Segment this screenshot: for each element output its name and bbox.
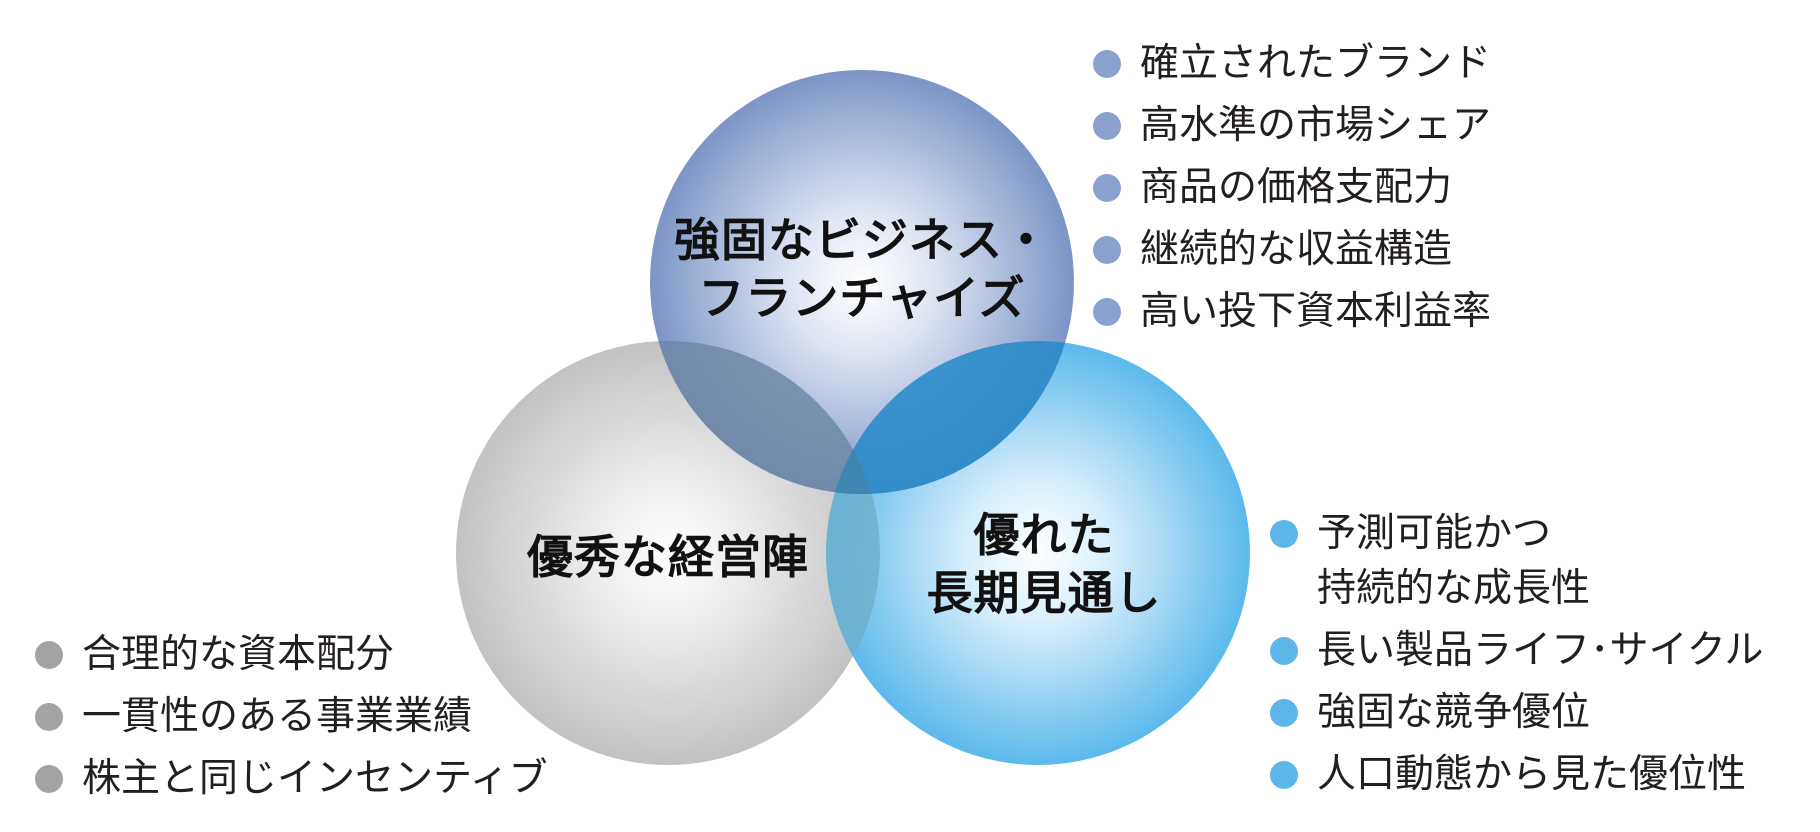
- circle-right-label: 優れた 長期見通し: [904, 506, 1184, 622]
- bullet-dot-icon: [1093, 174, 1121, 202]
- list-item-text: 強固な競争優位: [1317, 690, 1591, 735]
- circle-left-label: 優秀な経営陣: [508, 528, 828, 586]
- list-item-text: 長い製品ライフ･サイクル: [1317, 628, 1764, 673]
- list-item: 商品の価格支配力: [1093, 163, 1491, 212]
- right-list: 予測可能かつ 持続的な成長性 長い製品ライフ･サイクル 強固な競争優位 人口動態…: [1270, 509, 1764, 799]
- bullet-dot-icon: [35, 703, 63, 731]
- list-item-text: 予測可能かつ: [1317, 511, 1552, 556]
- list-item: 高い投下資本利益率: [1093, 287, 1491, 336]
- bullet-dot-icon: [1093, 50, 1121, 78]
- bullet-dot-icon: [1093, 112, 1121, 140]
- bullet-dot-icon: [1270, 699, 1298, 727]
- left-list: 合理的な資本配分 一貫性のある事業業績 株主と同じインセンティブ: [35, 630, 548, 803]
- list-item: 合理的な資本配分: [35, 630, 548, 679]
- list-item-text: 確立されたブランド: [1140, 41, 1492, 86]
- circle-top-label: 強固なビジネス・ フランチャイズ: [662, 211, 1062, 327]
- overlap-top-right: [826, 341, 1074, 494]
- list-item: 高水準の市場シェア: [1093, 101, 1491, 150]
- bullet-dot-icon: [1270, 520, 1298, 548]
- list-item-text: 一貫性のある事業業績: [82, 694, 473, 739]
- list-item-text: 合理的な資本配分: [82, 632, 395, 677]
- list-item: 確立されたブランド: [1093, 39, 1491, 88]
- bullet-dot-icon: [1093, 298, 1121, 326]
- bullet-dot-icon: [1270, 637, 1298, 665]
- overlap-top-left: [650, 341, 880, 494]
- list-item: 株主と同じインセンティブ: [35, 754, 548, 803]
- list-item: 継続的な収益構造: [1093, 225, 1491, 274]
- bullet-dot-icon: [1093, 236, 1121, 264]
- list-item-text: 株主と同じインセンティブ: [82, 756, 548, 801]
- list-item-text: 高い投下資本利益率: [1140, 289, 1492, 334]
- top-list: 確立されたブランド 高水準の市場シェア 商品の価格支配力 継続的な収益構造 高い…: [1093, 39, 1491, 336]
- bullet-dot-icon: [35, 765, 63, 793]
- circle-top-label-line: 強固なビジネス・: [674, 213, 1050, 267]
- list-item: 一貫性のある事業業績: [35, 692, 548, 741]
- bullet-dot-icon: [35, 641, 63, 669]
- list-item-text: 商品の価格支配力: [1140, 165, 1453, 210]
- list-item-text: 持続的な成長性: [1317, 566, 1591, 611]
- list-item-text: 継続的な収益構造: [1140, 227, 1453, 272]
- list-item-text: 人口動態から見た優位性: [1317, 752, 1747, 797]
- circle-top-label-line: フランチャイズ: [698, 271, 1026, 325]
- list-item-text: 高水準の市場シェア: [1140, 103, 1492, 148]
- list-item: 予測可能かつ 持続的な成長性: [1270, 509, 1764, 613]
- circle-right-label-line: 優れた: [973, 508, 1115, 562]
- circle-left-label-line: 優秀な経営陣: [527, 530, 809, 584]
- list-item: 強固な競争優位: [1270, 688, 1764, 737]
- circle-right-label-line: 長期見通し: [926, 566, 1162, 620]
- list-item: 長い製品ライフ･サイクル: [1270, 626, 1764, 675]
- bullet-dot-icon: [1270, 761, 1298, 789]
- list-item: 人口動態から見た優位性: [1270, 750, 1764, 799]
